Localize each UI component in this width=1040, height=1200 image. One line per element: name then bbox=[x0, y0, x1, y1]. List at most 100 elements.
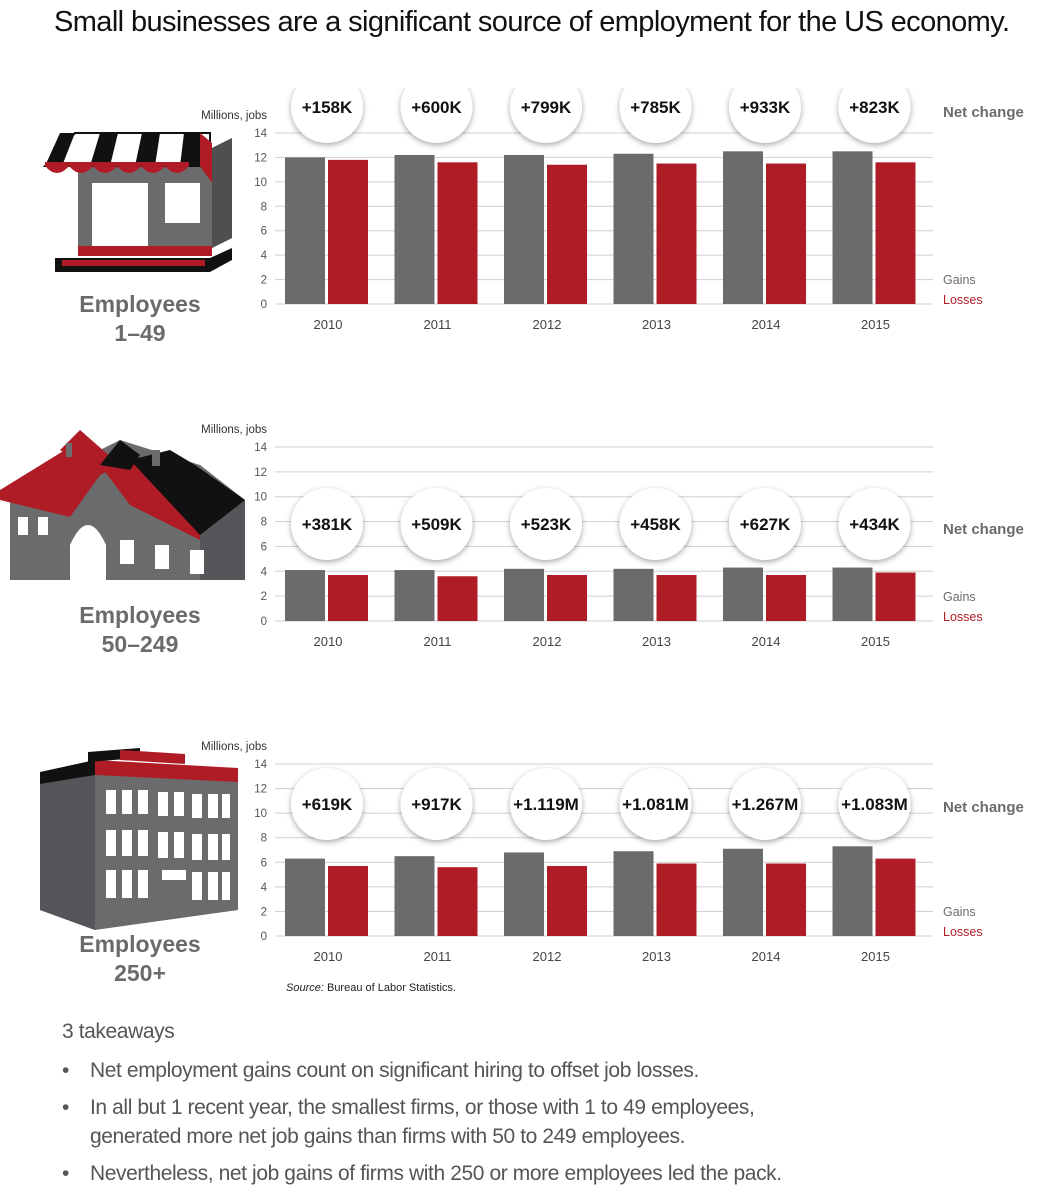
bar-gains bbox=[504, 852, 544, 936]
bar-losses bbox=[547, 575, 587, 621]
page-title: Small businesses are a significant sourc… bbox=[54, 6, 1010, 38]
x-tick-label: 2013 bbox=[642, 949, 671, 964]
legend-gains: Gains bbox=[943, 905, 976, 919]
y-tick-label: 0 bbox=[261, 616, 267, 628]
bar-losses bbox=[328, 575, 368, 621]
y-tick-label: 2 bbox=[261, 591, 267, 603]
y-tick-label: 0 bbox=[261, 931, 267, 943]
legend-losses: Losses bbox=[943, 610, 983, 624]
bar-gains bbox=[723, 567, 763, 621]
bar-gains bbox=[504, 568, 544, 621]
x-tick-label: 2014 bbox=[752, 634, 781, 649]
legend-gains: Gains bbox=[943, 590, 976, 604]
y-tick-label: 2 bbox=[261, 275, 267, 287]
bar-gains bbox=[394, 856, 435, 936]
y-tick-label: 10 bbox=[254, 808, 267, 820]
net-change-bubble bbox=[510, 768, 582, 840]
takeaway-text: Nevertheless, net job gains of firms wit… bbox=[90, 1162, 782, 1185]
bar-gains bbox=[832, 151, 873, 304]
bar-gains bbox=[832, 567, 873, 621]
bar-gains bbox=[285, 157, 325, 304]
y-tick-label: 14 bbox=[254, 442, 267, 454]
x-tick-label: 2014 bbox=[752, 949, 781, 964]
y-tick-label: 12 bbox=[254, 467, 267, 479]
takeaway-text: Net employment gains count on significan… bbox=[90, 1059, 699, 1082]
bar-losses bbox=[437, 576, 478, 621]
legend-losses: Losses bbox=[943, 293, 983, 307]
y-tick-label: 0 bbox=[261, 299, 267, 311]
bar-gains bbox=[613, 153, 654, 304]
bar-gains bbox=[285, 570, 325, 621]
y-tick-label: 12 bbox=[254, 784, 267, 796]
office-building-icon bbox=[40, 748, 238, 930]
net-change-bubble bbox=[400, 488, 473, 560]
bar-losses bbox=[656, 863, 697, 936]
y-tick-label: 8 bbox=[261, 201, 267, 213]
bar-losses bbox=[875, 858, 916, 936]
x-tick-label: 2011 bbox=[424, 634, 452, 649]
net-change-label: Net change bbox=[943, 799, 1024, 816]
bar-gains bbox=[723, 151, 763, 304]
net-change-bubble bbox=[510, 88, 582, 143]
chart-panel-2: Millions, jobs024681012142010+381K2011+5… bbox=[201, 424, 1024, 649]
bar-losses bbox=[547, 865, 587, 936]
bullet-icon: • bbox=[62, 1096, 69, 1119]
net-change-value: +917K bbox=[411, 795, 462, 814]
panel-label-line2: 250+ bbox=[114, 960, 166, 986]
net-change-bubble bbox=[400, 88, 473, 143]
legend-losses: Losses bbox=[943, 925, 983, 939]
storefront-icon bbox=[42, 132, 232, 272]
y-tick-label: 8 bbox=[261, 833, 267, 845]
bar-losses bbox=[328, 159, 368, 304]
net-change-value: +600K bbox=[411, 98, 462, 117]
bullet-icon: • bbox=[62, 1162, 69, 1185]
y-tick-label: 10 bbox=[254, 177, 267, 189]
net-change-bubble bbox=[838, 768, 911, 840]
legend-gains: Gains bbox=[943, 273, 976, 287]
x-tick-label: 2014 bbox=[752, 317, 781, 332]
bar-gains bbox=[832, 846, 873, 936]
net-change-bubble bbox=[619, 768, 692, 840]
x-tick-label: 2010 bbox=[314, 317, 343, 332]
chart-panel-3: Millions, jobs024681012142010+619K2011+9… bbox=[201, 741, 1024, 964]
net-change-value: +1.081M bbox=[622, 795, 689, 814]
y-tick-label: 6 bbox=[261, 541, 267, 553]
net-change-value: +458K bbox=[630, 515, 681, 534]
net-change-bubble bbox=[510, 488, 582, 560]
y-tick-label: 6 bbox=[261, 857, 267, 869]
x-tick-label: 2011 bbox=[424, 949, 452, 964]
takeaways: 3 takeaways • Net employment gains count … bbox=[62, 1020, 1022, 1196]
source-text: Bureau of Labor Statistics. bbox=[323, 982, 456, 994]
takeaways-heading: 3 takeaways bbox=[62, 1020, 175, 1043]
net-change-bubble bbox=[838, 488, 911, 560]
x-tick-label: 2015 bbox=[861, 317, 890, 332]
panel-label-line1: Employees bbox=[79, 931, 201, 957]
x-tick-label: 2012 bbox=[533, 317, 562, 332]
bar-losses bbox=[766, 575, 806, 621]
bar-gains bbox=[723, 848, 763, 936]
bar-losses bbox=[437, 162, 478, 304]
x-tick-label: 2013 bbox=[642, 634, 671, 649]
bar-gains bbox=[285, 858, 325, 936]
bar-losses bbox=[328, 865, 368, 936]
net-change-value: +627K bbox=[740, 515, 791, 534]
y-tick-label: 12 bbox=[254, 152, 267, 164]
x-tick-label: 2012 bbox=[533, 949, 562, 964]
panel-label: Employees 250+ bbox=[40, 930, 240, 988]
x-tick-label: 2010 bbox=[314, 634, 343, 649]
y-tick-label: 10 bbox=[254, 492, 267, 504]
bar-losses bbox=[766, 863, 806, 936]
y-axis-unit-label: Millions, jobs bbox=[201, 110, 267, 122]
bar-gains bbox=[613, 851, 654, 936]
net-change-value: +523K bbox=[521, 515, 572, 534]
x-tick-label: 2015 bbox=[861, 634, 890, 649]
net-change-bubble bbox=[619, 88, 692, 143]
y-tick-label: 14 bbox=[254, 128, 267, 140]
net-change-value: +619K bbox=[302, 795, 353, 814]
net-change-bubble bbox=[729, 768, 801, 840]
panel-label-line1: Employees bbox=[79, 291, 201, 317]
bar-gains bbox=[394, 154, 435, 304]
